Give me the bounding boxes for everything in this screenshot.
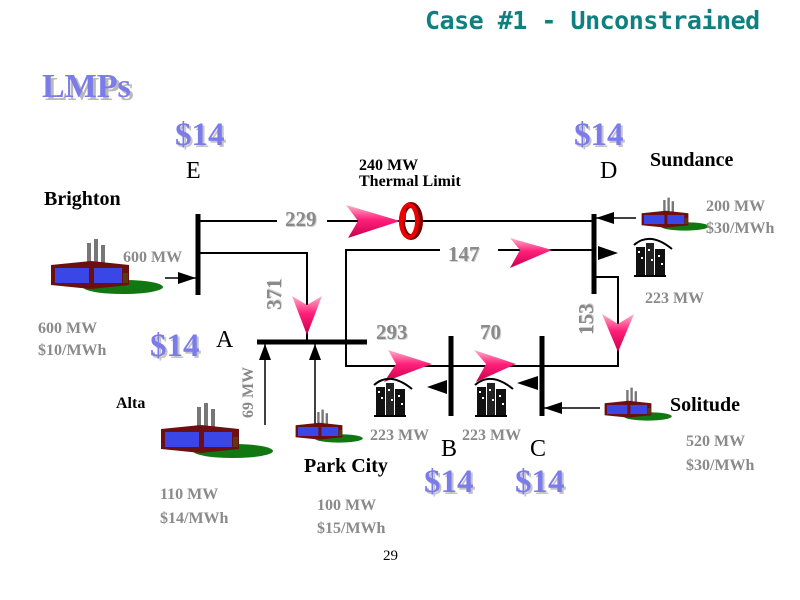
load-B-value: 223 MW (370, 427, 430, 444)
solitude-label: Solitude (670, 394, 741, 416)
bus-C-price: $14 (515, 464, 565, 500)
bus-E-price: $14 (175, 117, 225, 153)
thermal-limit-label: Thermal Limit (359, 173, 461, 190)
alta-feed-arrow (259, 344, 271, 360)
parkcity-feed-arrow (309, 344, 321, 360)
parkcity-label: Park City (304, 455, 388, 477)
line-D-C (542, 276, 619, 367)
brighton-output: 600 MW (123, 249, 183, 266)
flow-arrow-D-C (602, 314, 634, 352)
flow-E-D: 229 (285, 207, 317, 231)
page-number: 29 (383, 548, 398, 564)
brighton-feed-arrow (178, 272, 196, 284)
flow-A-B: 293 (376, 320, 408, 344)
load-C-arrow (517, 376, 538, 390)
flow-arrow-E-D (346, 205, 400, 238)
alta-label: Alta (116, 395, 146, 412)
parkcity-cost: $15/MWh (317, 520, 386, 537)
city-load-B-icon (373, 377, 413, 418)
bus-A-label: A (216, 327, 234, 353)
sundance-plant-icon (641, 197, 709, 231)
brighton-capacity: 600 MW (38, 320, 98, 337)
bus-D-label: D (600, 158, 618, 184)
line-E-A (198, 252, 308, 342)
city-load-D-icon (633, 237, 673, 278)
bus-A-price: $14 (150, 328, 200, 364)
sundance-label: Sundance (650, 149, 734, 171)
thermal-limit-mw: 240 MW (359, 157, 419, 174)
load-C-value: 223 MW (462, 427, 522, 444)
solitude-plant-icon (604, 387, 672, 421)
thermal-limit-icon (399, 202, 423, 240)
flow-arrow-A-D (510, 238, 552, 268)
bus-D-price: $14 (574, 117, 624, 153)
sundance-feed-arrow (596, 212, 614, 224)
alta-capacity: 110 MW (160, 486, 219, 503)
solitude-cost: $30/MWh (686, 457, 755, 474)
flow-E-A: 371 (262, 278, 286, 311)
city-load-C-icon (474, 377, 514, 418)
brighton-label: Brighton (44, 188, 121, 210)
lmps-heading: LMPs (42, 68, 131, 105)
parkcity-plant-icon (295, 409, 363, 443)
flow-arrow-E-A (292, 296, 322, 335)
bus-B-price: $14 (424, 464, 474, 500)
load-D-value: 223 MW (645, 290, 705, 307)
solitude-capacity: 520 MW (686, 433, 746, 450)
sundance-capacity: 200 MW (706, 198, 766, 215)
bus-E-label: E (186, 158, 201, 184)
slide-title: Case #1 - Unconstrained (425, 6, 760, 35)
load-B-arrow (427, 380, 447, 394)
bus-B-label: B (441, 436, 458, 462)
brighton-cost: $10/MWh (38, 342, 107, 359)
line-A-D (345, 249, 594, 342)
alta-cost: $14/MWh (160, 510, 229, 527)
flow-D-C: 153 (574, 303, 598, 336)
flow-arrow-B-C (474, 350, 516, 382)
flow-A-D: 147 (448, 242, 480, 266)
flow-arrow-A-B (384, 350, 432, 382)
sundance-cost: $30/MWh (706, 220, 775, 237)
load-D-arrow (598, 246, 618, 260)
flow-B-C: 70 (480, 320, 501, 344)
solitude-feed-arrow (544, 402, 562, 414)
alta-output: 69 MW (240, 366, 257, 418)
bus-C-label: C (530, 436, 547, 462)
parkcity-capacity: 100 MW (317, 497, 377, 514)
